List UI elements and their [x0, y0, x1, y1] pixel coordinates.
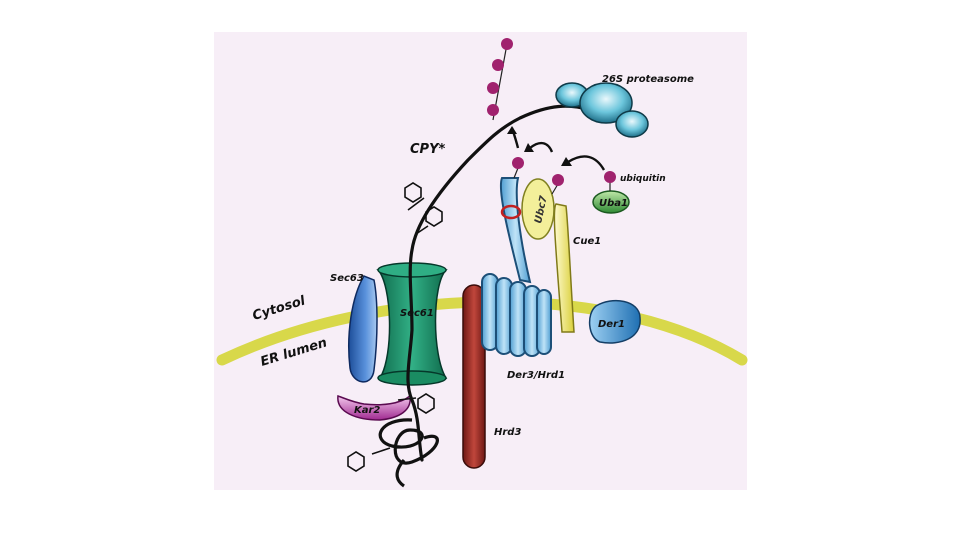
- der3-hrd1-protein: [481, 177, 552, 357]
- hrd3-protein: [462, 284, 486, 469]
- glycan-hexagon: [425, 206, 443, 227]
- ubc7-protein: [521, 178, 555, 240]
- arrow-uba1-to-ubc7: [567, 155, 606, 171]
- uba1-protein: [592, 190, 630, 214]
- arrow-head: [561, 157, 572, 166]
- arrow-head: [524, 143, 534, 152]
- glycan-hexagon: [347, 451, 365, 472]
- label-der3-hrd1: Der3/Hrd1: [507, 370, 565, 381]
- ubiquitin-stalk: [513, 167, 519, 179]
- label-hrd3: Hrd3: [494, 427, 521, 438]
- ubiquitin-bead-substrate: [512, 157, 524, 169]
- label-sec61: Sec61: [400, 308, 434, 319]
- der1-protein: [588, 299, 641, 344]
- proteasome-complex: [555, 82, 649, 138]
- ubiquitin-bead: [487, 82, 499, 94]
- cpy-folded-knot: [378, 418, 439, 488]
- sec63-protein: [348, 275, 378, 383]
- label-ubiquitin: ubiquitin: [620, 174, 666, 184]
- arrow-heads: [507, 126, 572, 166]
- cue1-protein: [553, 203, 575, 333]
- glycan-hexagon: [404, 182, 422, 203]
- ubiquitin-bead: [487, 104, 499, 116]
- label-der1: Der1: [598, 319, 625, 330]
- ubiquitin-bead: [492, 59, 504, 71]
- label-cpy: CPY*: [410, 142, 445, 157]
- hrd1-cytosolic-arm: [499, 177, 532, 284]
- hrd1-tm-segment: [536, 289, 552, 355]
- label-26s-proteasome: 26S proteasome: [602, 74, 694, 85]
- ubiquitin-bead-ubc7: [552, 174, 564, 186]
- glycans: [347, 182, 443, 472]
- glycan-hexagon: [417, 393, 435, 414]
- ubiquitin-bead: [501, 38, 513, 50]
- arrow-ubc7-to-substrate: [529, 141, 554, 153]
- label-uba1: Uba1: [599, 198, 628, 209]
- label-cue1: Cue1: [573, 236, 601, 247]
- label-kar2: Kar2: [354, 405, 380, 416]
- polyubiquitin-chain: [487, 38, 513, 116]
- arrow-head: [507, 126, 517, 134]
- label-sec63: Sec63: [330, 273, 364, 284]
- ring-domain: [500, 204, 522, 220]
- ubiquitin-bead-uba1: [604, 171, 616, 183]
